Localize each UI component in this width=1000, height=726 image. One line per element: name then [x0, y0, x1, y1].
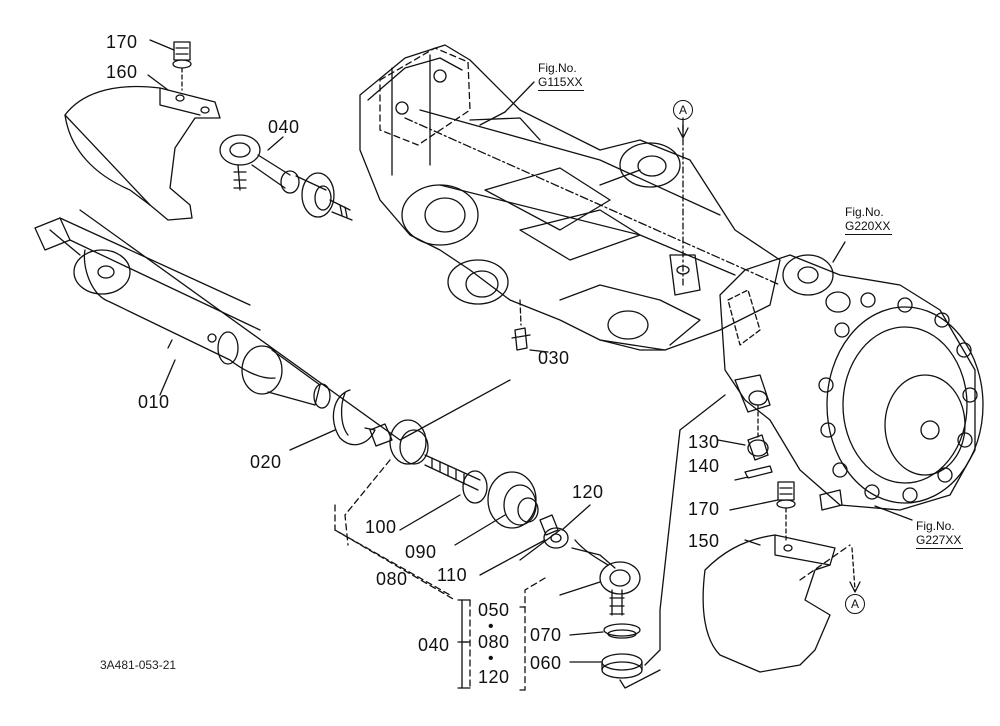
label-070: 070 [530, 625, 562, 645]
figref-g227: Fig.No. G227XX [916, 519, 964, 549]
bolt-170-lower [730, 482, 795, 540]
label-080-group: 080 [376, 569, 408, 589]
boot-090 [455, 471, 538, 545]
label-060: 060 [530, 653, 562, 673]
label-080-kit: 080 [478, 632, 510, 652]
group-brackets [335, 505, 545, 690]
label-020: 020 [250, 452, 282, 472]
nut-110 [480, 505, 590, 575]
tie-rod-end-upper [220, 135, 352, 220]
bracket-ticks [458, 600, 470, 688]
figref-number: G227XX [916, 532, 964, 549]
leader-120 [520, 530, 560, 560]
label-130: 130 [688, 432, 720, 452]
cover-150 [703, 535, 860, 672]
bracket-brace [462, 600, 470, 688]
figref-number: G115XX [538, 74, 585, 91]
label-090: 090 [405, 542, 437, 562]
figref-number: G220XX [845, 218, 893, 235]
figref-prefix: Fig.No. [845, 205, 884, 219]
label-110: 110 [437, 565, 468, 585]
figref-prefix: Fig.No. [916, 519, 955, 533]
label-050: 050 [478, 600, 510, 620]
label-140: 140 [688, 456, 720, 476]
reference-marker-a-bottom: A [845, 594, 865, 614]
tie-rod-end-lower [560, 395, 725, 688]
tie-rod-joint-100 [345, 420, 480, 545]
nut-130-pin-140 [718, 405, 772, 480]
figref-prefix: Fig.No. [538, 61, 577, 75]
label-040-upper: 040 [268, 117, 300, 137]
label-120-kit: 120 [478, 667, 510, 687]
cover-160 [65, 40, 220, 220]
label-010: 010 [138, 392, 170, 412]
label-030: 030 [538, 348, 570, 368]
snap-ring-020 [290, 390, 375, 450]
label-170-lower: 170 [688, 499, 720, 519]
drawing-code: 3A481-053-21 [100, 658, 177, 672]
label-150: 150 [688, 531, 720, 551]
label-100: 100 [365, 517, 397, 537]
final-drive-case [720, 242, 983, 520]
label-120-top: 120 [572, 482, 604, 502]
figref-g220: Fig.No. G220XX [845, 205, 893, 235]
separator-dot: • [488, 618, 494, 635]
figref-g115: Fig.No. G115XX [538, 61, 585, 91]
steering-cylinder [35, 210, 510, 440]
arrow-a-top [678, 118, 688, 138]
bracket-ticks-right [520, 607, 525, 690]
label-170-top: 170 [106, 32, 138, 52]
label-160: 160 [106, 62, 138, 82]
separator-dot: • [488, 650, 494, 667]
reference-marker-a-top: A [673, 100, 693, 120]
front-axle-housing [360, 45, 780, 352]
label-040-kit: 040 [418, 635, 450, 655]
